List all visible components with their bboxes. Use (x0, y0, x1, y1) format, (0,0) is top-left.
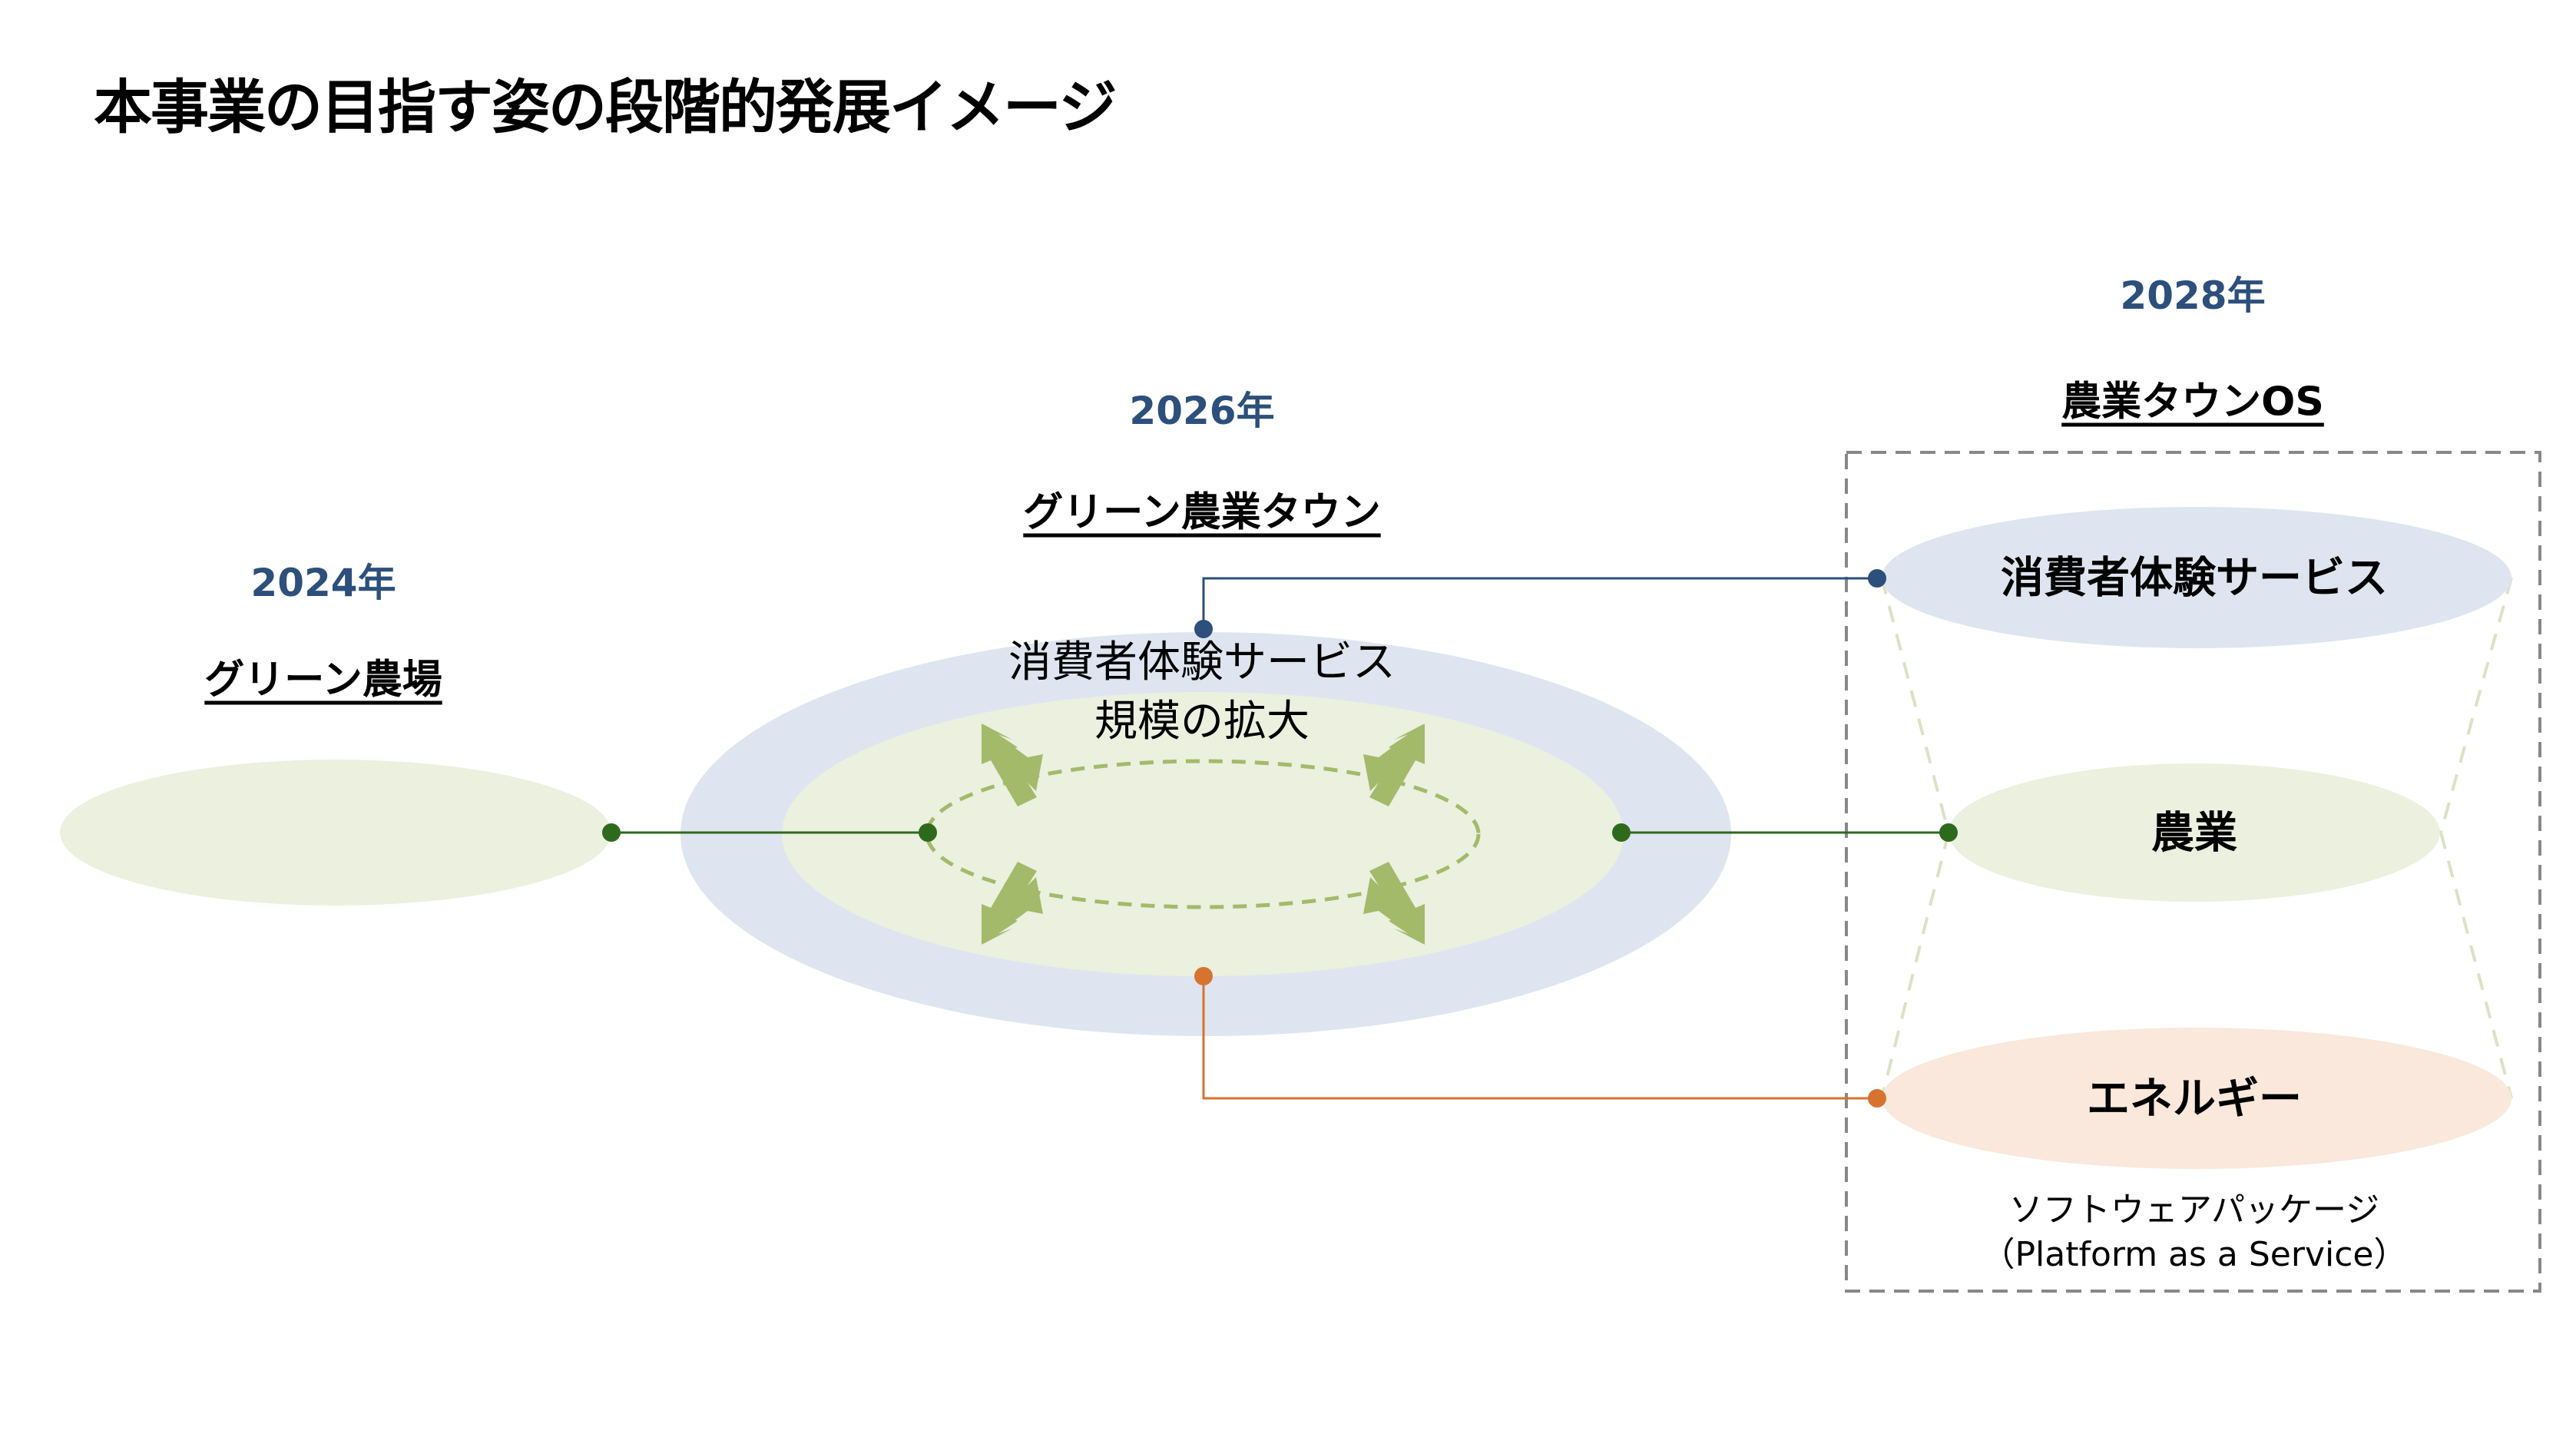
expand-arrow-ne (1369, 724, 1425, 806)
expand-arrow-nw (982, 724, 1037, 806)
stage-2024-year: 2024年 (250, 561, 396, 605)
layer-agriculture-label: 農業 (2151, 808, 2237, 859)
layer-agriculture-ellipse (1949, 763, 2440, 902)
connector-dot (1194, 620, 1213, 638)
connector-dot (1612, 823, 1631, 842)
guide-line (2439, 832, 2513, 1099)
layer-consumer-ellipse (1882, 507, 2511, 648)
connector-dot (919, 823, 937, 842)
stage-2024-name: グリーン農場 (204, 657, 442, 704)
guide-line (2439, 577, 2513, 833)
expand-arrow-sw (982, 862, 1037, 945)
connector-dot (1868, 1089, 1886, 1108)
layer-consumer-label: 消費者体験サービス (2001, 553, 2388, 604)
connector-dot (602, 823, 621, 842)
package-text-line-1: ソフトウェアパッケージ (2008, 1190, 2380, 1230)
page-title: 本事業の目指す姿の段階的発展イメージ (94, 73, 1117, 141)
green-farm-ellipse (60, 760, 611, 906)
center-text-line-1: 消費者体験サービス (1008, 637, 1396, 687)
layer-energy-ellipse (1882, 1028, 2511, 1169)
connector-dot (1194, 967, 1213, 985)
layer-energy-label: エネルギー (2087, 1074, 2302, 1124)
stage-2026-name: グリーン農業タウン (1023, 489, 1381, 536)
connector-orange (1202, 976, 1877, 1100)
guide-line (1880, 832, 1950, 1099)
town-os-box (1845, 451, 2541, 1293)
expand-arrow-se (1369, 862, 1425, 945)
stage-2028-name: 農業タウンOS (2061, 379, 2324, 425)
package-text-line-2: （Platform as a Service） (1981, 1235, 2408, 1274)
stage-2026-year: 2026年 (1129, 389, 1275, 433)
guide-line (1880, 577, 1950, 833)
connector-blue (1202, 577, 1877, 629)
stage-2028-year: 2028年 (2120, 273, 2266, 318)
town-dashed-ellipse (925, 759, 1481, 909)
center-text-line-2: 規模の拡大 (1094, 697, 1310, 747)
connector-dot (1939, 823, 1958, 842)
connector-dot (1868, 569, 1886, 588)
